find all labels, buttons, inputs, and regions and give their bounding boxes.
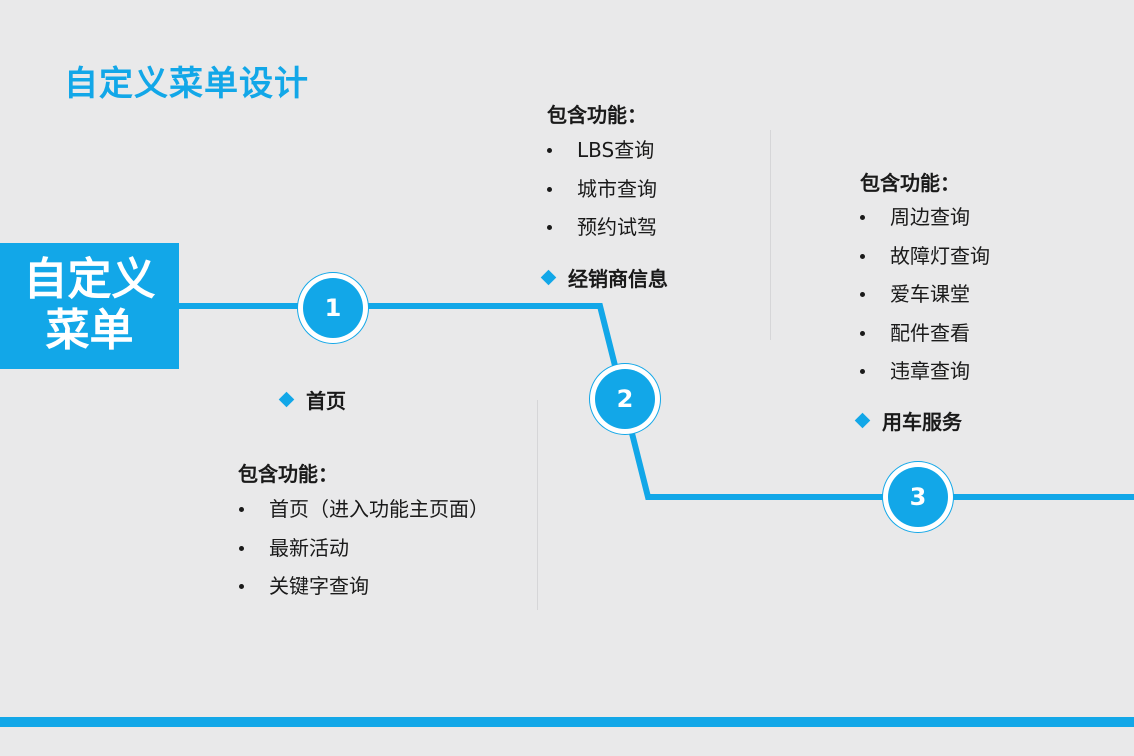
step-2-name: 经销商信息 (568, 267, 668, 291)
step-node-3: 3 (888, 467, 948, 527)
step-3-feature-list: 周边查询 故障灯查询 爱车课堂 配件查看 违章查询 (859, 198, 990, 391)
diamond-bullet-icon (854, 412, 871, 429)
step-2-feature-label: 包含功能： (547, 103, 647, 127)
slide-title: 自定义菜单设计 (64, 64, 309, 104)
bottom-accent-bar (0, 717, 1134, 727)
menu-title-block: 自定义 菜单 (0, 243, 179, 369)
step-3-name: 用车服务 (882, 410, 962, 434)
list-item: 配件查看 (859, 314, 990, 353)
step-3-feature-label: 包含功能： (860, 171, 960, 195)
list-item: 城市查询 (546, 170, 657, 209)
step-node-1: 1 (303, 278, 363, 338)
step-1-feature-label: 包含功能： (238, 462, 338, 486)
step-1-name: 首页 (306, 389, 346, 413)
menu-title-line1: 自定义 (23, 254, 156, 306)
list-item: 最新活动 (238, 529, 489, 568)
list-item: 周边查询 (859, 198, 990, 237)
list-item: 故障灯查询 (859, 237, 990, 276)
step-2-heading: 经销商信息 (540, 263, 668, 292)
list-item: 爱车课堂 (859, 275, 990, 314)
list-item: 关键字查询 (238, 567, 489, 606)
diamond-bullet-icon (540, 269, 557, 286)
diamond-bullet-icon (278, 391, 295, 408)
divider-step-2 (770, 130, 771, 340)
step-3-heading: 用车服务 (854, 406, 962, 435)
step-1-feature-list: 首页（进入功能主页面） 最新活动 关键字查询 (238, 490, 489, 606)
step-2-feature-list: LBS查询 城市查询 预约试驾 (546, 131, 657, 247)
list-item: 违章查询 (859, 352, 990, 391)
step-node-2: 2 (595, 369, 655, 429)
divider-step-1 (537, 400, 538, 610)
list-item: 首页（进入功能主页面） (238, 490, 489, 529)
menu-title-line2: 菜单 (45, 305, 134, 356)
list-item: LBS查询 (546, 131, 657, 170)
list-item: 预约试驾 (546, 208, 657, 247)
step-1-heading: 首页 (278, 385, 346, 414)
